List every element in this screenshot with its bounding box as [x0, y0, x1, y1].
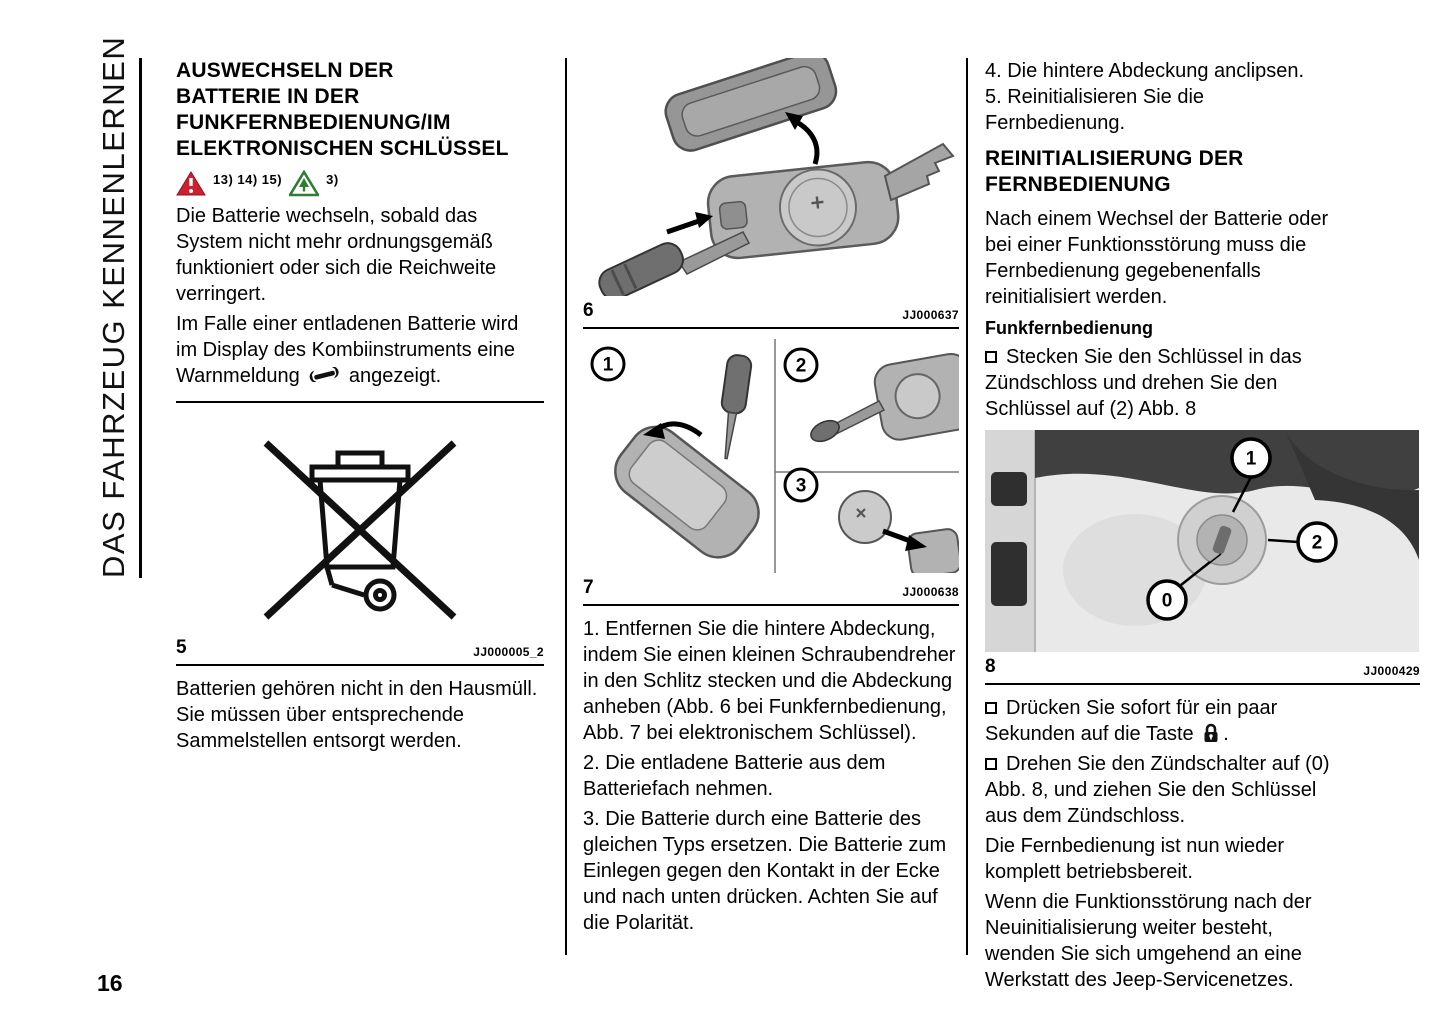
square-bullet-icon [985, 351, 997, 363]
padlock-icon [1204, 723, 1218, 742]
eco-tree-triangle-icon [289, 170, 320, 197]
step-2: 2. Die entladene Batterie aus dem Batter… [583, 752, 886, 800]
warning-triangle-icon [176, 171, 206, 196]
divider [985, 683, 1420, 685]
figure-number: 8 [985, 656, 996, 677]
column-divider-1 [565, 58, 567, 955]
divider [583, 327, 959, 329]
svg-text:0: 0 [1162, 591, 1173, 612]
page-number: 16 [97, 970, 123, 996]
sidebar-divider [139, 58, 142, 578]
section-heading-reinit: REINITIALISIERUNG DER FERNBEDIENUNG [985, 146, 1420, 198]
divider [176, 664, 544, 666]
key-blade [883, 142, 955, 202]
fob-cover [664, 58, 838, 152]
bullet-item: Stecken Sie den Schlüssel in das Zündsch… [985, 344, 1333, 422]
square-bullet-icon [985, 702, 997, 714]
step-3: 3. Die Batterie durch eine Batterie des … [583, 808, 947, 934]
bullet-item: Drehen Sie den Zündschalter auf (0) Abb.… [985, 751, 1333, 829]
paragraph-text: Im Falle einer entladenen Batterie wird … [176, 313, 519, 387]
column-middle: 6 JJ000637 [583, 58, 959, 936]
figure-code: JJ000637 [902, 308, 959, 322]
heading-line: FUNKFERNBEDIENUNG/IM [176, 111, 451, 134]
figure-caption: 5 JJ000005_2 [176, 637, 544, 659]
figure-number: 5 [176, 637, 187, 658]
figure-code: JJ000638 [902, 585, 959, 599]
svg-text:1: 1 [1246, 449, 1257, 470]
paragraph: Batterien gehören nicht in den Hausmüll.… [176, 678, 538, 752]
paragraph: Nach einem Wechsel der Batterie oder bei… [985, 208, 1329, 308]
callout-2: 2 [1296, 521, 1338, 563]
wrench-icon [309, 366, 339, 383]
chapter-sidebar-label: DAS FAHRZEUG KENNENLERNEN [96, 35, 131, 578]
column-right: 4. Die hintere Abdeckung anclipsen. 5. R… [985, 58, 1420, 993]
panel-3 [838, 490, 959, 573]
figure-caption: 8 JJ000429 [985, 656, 1420, 678]
section-heading-battery: AUSWECHSELN DER BATTERIE IN DER FUNKFERN… [176, 58, 544, 162]
square-bullet-icon [985, 758, 997, 770]
fob-body [706, 160, 900, 260]
bullet-text: Stecken Sie den Schlüssel in das Zündsch… [985, 346, 1302, 420]
figure-caption: 7 JJ000638 [583, 577, 959, 599]
divider [583, 604, 959, 606]
divider [176, 401, 544, 403]
svg-text:1: 1 [603, 355, 614, 376]
paragraph: Die Batterie wechseln, sobald das System… [176, 205, 497, 305]
figure-electronic-key-battery-steps: 1 2 3 [590, 339, 959, 573]
callout-0: 0 [1146, 579, 1188, 621]
column-divider-2 [966, 58, 968, 955]
svg-text:2: 2 [796, 356, 807, 377]
warning-note-numbers: 13) 14) 15) [213, 172, 283, 187]
eco-note-number: 3) [326, 172, 339, 187]
column-left: AUSWECHSELN DER BATTERIE IN DER FUNKFERN… [176, 58, 544, 754]
heading-line: ELEKTRONISCHEN SCHLÜSSEL [176, 137, 509, 160]
callout-1: 1 [1230, 437, 1272, 479]
paragraph-with-wrench: Im Falle einer entladenen Batterie wird … [176, 311, 544, 389]
svg-text:2: 2 [1312, 533, 1323, 554]
step-4: 4. Die hintere Abdeckung anclipsen. [985, 60, 1305, 82]
paragraph: Die Fernbedienung ist nun wieder komplet… [985, 835, 1285, 883]
paragraph-text: angezeigt. [348, 365, 442, 387]
panel-2 [810, 353, 959, 443]
paragraph: Wenn die Funktionsstörung nach der Neuin… [985, 891, 1312, 991]
bullet-text: Drücken Sie sofort für ein paar Sekunden… [985, 697, 1278, 745]
panel-1 [614, 354, 760, 559]
svg-text:3: 3 [796, 476, 807, 497]
callout-2: 2 [783, 347, 819, 383]
callout-1: 1 [590, 346, 626, 382]
bullet-text: . [1223, 723, 1229, 745]
figure-number: 7 [583, 577, 594, 598]
subheading-funkfernbedienung: Funkfernbedienung [985, 318, 1153, 338]
heading-line: FERNBEDIENUNG [985, 173, 1171, 196]
figure-number: 6 [583, 300, 594, 321]
bullet-item: Drücken Sie sofort für ein paar Sekunden… [985, 695, 1333, 747]
figure-crossed-out-bin [263, 440, 457, 620]
figure-code: JJ000005_2 [473, 645, 544, 659]
heading-line: BATTERIE IN DER [176, 85, 360, 108]
figure-code: JJ000429 [1363, 664, 1420, 678]
bullet-text: Drehen Sie den Zündschalter auf (0) Abb.… [985, 753, 1330, 827]
step-5: 5. Reinitialisieren Sie die Fernbedienun… [985, 86, 1205, 134]
figure-keyfob-cover-removal [598, 58, 955, 296]
step-1: 1. Entfernen Sie die hintere Abdeckung, … [583, 618, 956, 744]
figure-caption: 6 JJ000637 [583, 300, 959, 322]
callout-3: 3 [783, 467, 819, 503]
figure-ignition-switch: 1 2 0 [985, 430, 1419, 652]
heading-line: AUSWECHSELN DER [176, 59, 394, 82]
heading-line: REINITIALISIERUNG DER [985, 147, 1244, 170]
screwdriver [598, 231, 751, 296]
safety-reference-row: 13) 14) 15) 3) [176, 170, 544, 197]
